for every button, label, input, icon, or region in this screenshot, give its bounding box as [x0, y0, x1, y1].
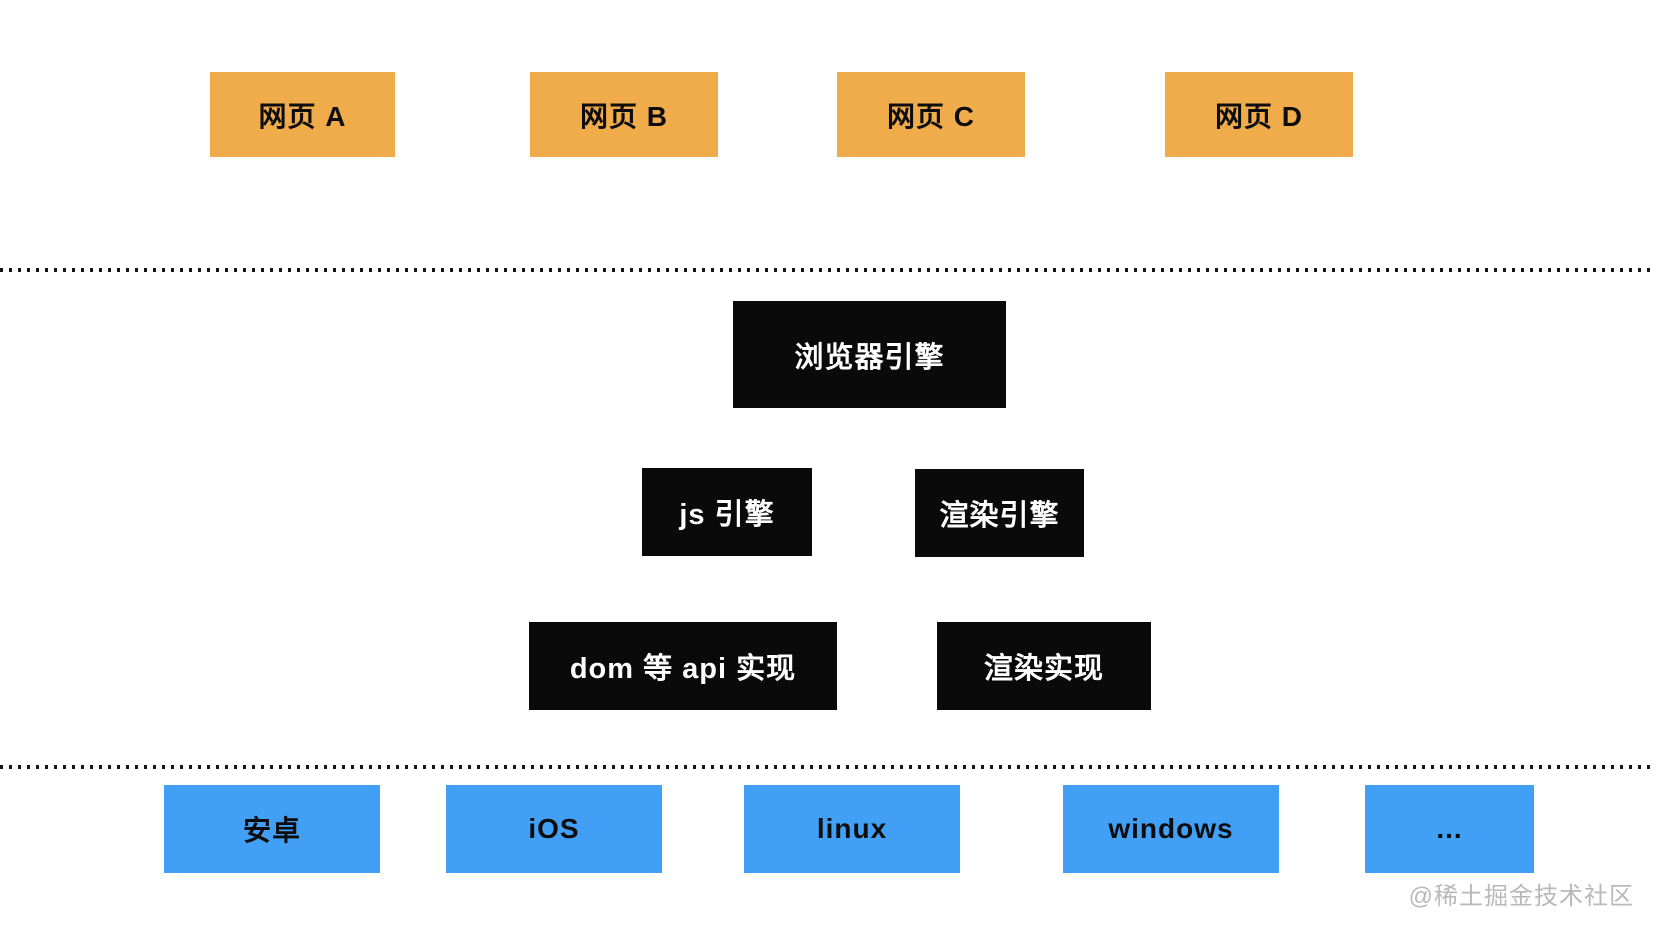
platform-android-box: 安卓 [164, 785, 380, 873]
js-engine-label: js 引擎 [679, 499, 775, 531]
dotted-separator-bottom [0, 765, 1656, 769]
render-engine-label: 渲染引擎 [939, 500, 1060, 532]
platform-more-box: ... [1365, 785, 1534, 873]
platform-linux-label: linux [816, 813, 888, 844]
platform-ios-box: iOS [446, 785, 662, 873]
webpage-c-label: 网页 C [886, 100, 975, 132]
webpage-a-box: 网页 A [210, 72, 395, 157]
platform-windows-label: windows [1108, 813, 1234, 844]
webpage-d-label: 网页 D [1214, 100, 1303, 132]
webpage-a-label: 网页 A [258, 100, 347, 132]
webpage-d-box: 网页 D [1165, 72, 1353, 157]
platform-ios-label: iOS [528, 813, 580, 844]
platform-more-label: ... [1436, 813, 1463, 844]
dotted-separator-top [0, 268, 1656, 272]
webpage-b-label: 网页 B [579, 100, 668, 132]
watermark-text: @稀土掘金技术社区 [1408, 883, 1634, 910]
render-engine-box: 渲染引擎 [915, 469, 1084, 557]
render-impl-label: 渲染实现 [983, 653, 1104, 685]
browser-engine-box: 浏览器引擎 [733, 301, 1006, 408]
browser-engine-label: 浏览器引擎 [794, 341, 945, 374]
platform-linux-box: linux [744, 785, 960, 873]
platform-android-label: 安卓 [242, 815, 301, 846]
js-engine-box: js 引擎 [642, 468, 812, 556]
dom-api-impl-label: dom 等 api 实现 [569, 653, 797, 685]
webpage-b-box: 网页 B [530, 72, 718, 157]
webpage-c-box: 网页 C [837, 72, 1025, 157]
render-impl-box: 渲染实现 [937, 622, 1151, 710]
dom-api-impl-box: dom 等 api 实现 [529, 622, 837, 710]
platform-windows-box: windows [1063, 785, 1279, 873]
